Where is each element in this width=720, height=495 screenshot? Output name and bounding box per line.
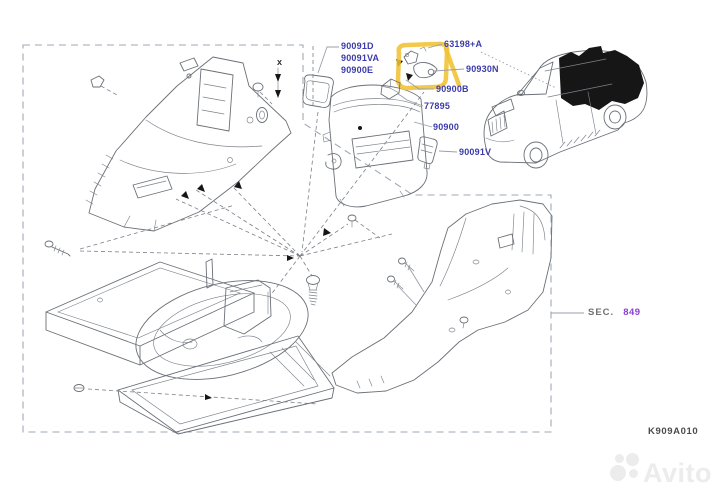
part-label-90091v: 90091V xyxy=(459,147,492,157)
car-illustration xyxy=(480,46,648,169)
avito-watermark: Avito xyxy=(606,450,718,492)
spare-wheel-foam-insert xyxy=(135,279,309,380)
hook-part xyxy=(325,153,342,170)
assembly-dashed-lines xyxy=(79,46,425,405)
bolt-glyph-center xyxy=(306,275,320,306)
grommet-glyph xyxy=(252,82,273,105)
part-label-77895: 77895 xyxy=(424,101,451,111)
screw-glyphs-right-panel xyxy=(387,257,425,306)
watermark-text: Avito xyxy=(643,458,712,488)
clip-glyph-left xyxy=(90,75,118,96)
drawing-code: K909A010 xyxy=(648,426,699,437)
luggage-floor-tray xyxy=(117,335,335,435)
highlight-marker xyxy=(395,41,462,91)
cap-part xyxy=(302,74,334,108)
small-cover-part xyxy=(417,136,438,170)
assembly-arrowheads xyxy=(181,181,331,400)
section-prefix: SEC. xyxy=(588,307,615,318)
insert-direction-arrows xyxy=(275,67,281,98)
section-reference: SEC. 849 xyxy=(588,307,641,318)
part-label-90900b: 90900B xyxy=(436,84,469,94)
part-label-90091d: 90091D xyxy=(341,41,374,51)
part-label-90091va: 90091VA xyxy=(341,53,380,63)
dashed-border xyxy=(22,44,552,433)
right-quarter-trim-panel xyxy=(331,199,553,394)
blacked-out-cargo-area xyxy=(559,46,644,110)
tailgate-finisher-panel xyxy=(322,84,428,208)
part-label-63198a: 63198+A xyxy=(444,39,483,49)
part-label-90930n: 90930N xyxy=(466,64,499,74)
clip-glyph-bottom xyxy=(73,384,85,392)
label-leader-lines xyxy=(317,43,465,153)
screw-glyph-bottom-left xyxy=(44,240,71,257)
part-label-90900e: 90900E xyxy=(341,65,374,75)
x-mark: x xyxy=(277,57,283,67)
latch-assembly xyxy=(396,46,438,81)
section-number: 849 xyxy=(623,307,641,318)
clip-glyph-center xyxy=(347,214,381,239)
ring-clip-glyph xyxy=(256,107,268,123)
luggage-side-box xyxy=(45,258,255,366)
part-label-90900: 90900 xyxy=(433,122,460,132)
corner-bracket-part xyxy=(380,78,401,100)
